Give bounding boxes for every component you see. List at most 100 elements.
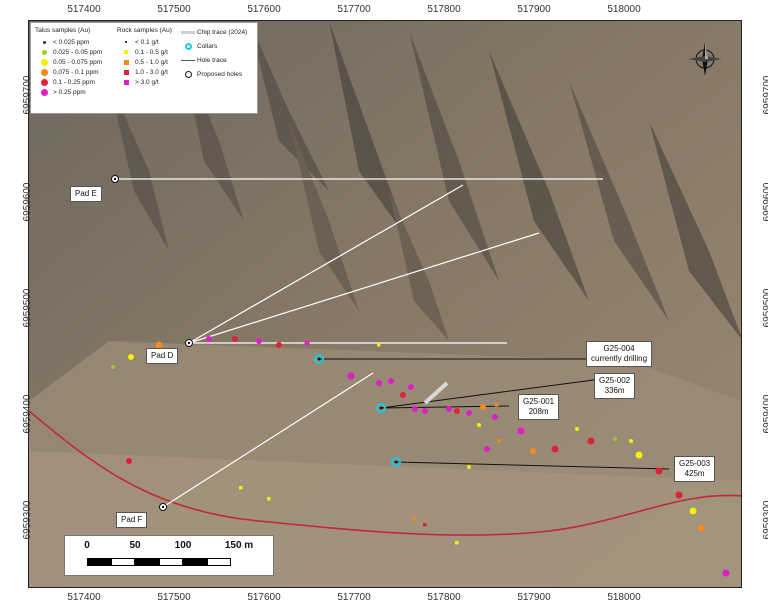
scale-segment [111,558,135,566]
x-tick-label: 517800 [427,4,461,15]
x-tick-label: 517800 [427,592,461,603]
legend-rock-column: Rock samples (Au) < 0.1 g/t 0.1 - 0.5 g/… [117,27,172,87]
legend-rock-title: Rock samples (Au) [117,27,172,34]
chip-trace [423,381,449,405]
sample-point [613,437,617,441]
sample-point [655,467,663,475]
x-tick-label: 517900 [517,592,551,603]
scale-segment [207,558,231,566]
map-frame[interactable] [28,20,742,588]
x-tick-label: 517600 [247,592,281,603]
road-line [29,410,741,536]
sample-point [400,392,406,398]
sample-point [675,491,683,499]
sample-point [377,343,381,347]
x-tick-label: 517700 [337,592,371,603]
sample-point [388,378,394,384]
sample-point [492,414,498,420]
x-tick-label: 517900 [517,4,551,15]
legend-item: Proposed holes [179,69,247,79]
sample-point [455,541,459,545]
sample-point [256,338,262,344]
sample-point [480,404,486,410]
legend-item: 0.075 - 0.1 ppm [35,67,102,77]
legend-item: Chip trace (2024) [179,27,247,37]
drilled-traces [319,358,670,470]
sample-point [232,336,238,342]
sample-point [635,451,643,459]
legend-item: < 0.025 ppm [35,37,102,47]
sample-point [422,408,428,414]
collar-g25-003 [391,457,401,467]
hole-traces [115,178,603,508]
legend-item: 0.025 - 0.05 ppm [35,47,102,57]
scale-segment [159,558,183,566]
legend-item: 0.1 - 0.5 g/t [117,47,172,57]
legend-talus-column: Talus samples (Au) < 0.025 ppm 0.025 - 0… [35,27,102,97]
collar-centers [317,357,398,464]
sample-point [128,354,134,360]
legend-item: > 3.0 g/t [117,77,172,87]
sample-point [413,517,417,521]
sample-point [497,439,501,443]
sample-point [467,465,471,469]
scale-segment [183,558,207,566]
legend-item: < 0.1 g/t [117,37,172,47]
scale-segment [87,558,111,566]
legend-item: 0.1 - 0.25 ppm [35,77,102,87]
aerial-map[interactable] [29,21,742,588]
collar-g25-001 [376,403,386,413]
sample-point [239,486,243,490]
scale-label: 0 [84,540,90,551]
scale-label: 150 m [224,540,254,551]
sample-points [111,336,730,577]
map-legend: Talus samples (Au) < 0.025 ppm 0.025 - 0… [30,22,258,114]
x-tick-label: 518000 [607,592,641,603]
y-tick-label: 6959500 [21,288,33,328]
legend-item: 0.05 - 0.075 ppm [35,57,102,67]
sample-point [587,437,595,445]
scale-segment [135,558,159,566]
x-tick-label: 517400 [67,4,101,15]
y-tick-label: 6959700 [761,75,768,115]
sample-point [697,524,705,532]
label-pad-e: Pad E [70,186,102,202]
legend-talus-title: Talus samples (Au) [35,27,91,34]
ridge-texture [109,21,741,341]
x-tick-label: 517500 [157,592,191,603]
sample-point [276,342,282,348]
sample-point [206,336,212,342]
x-tick-label: 517600 [247,4,281,15]
x-tick-label: 517500 [157,4,191,15]
sample-point [412,406,418,412]
sample-point [629,439,633,443]
sample-point [454,408,460,414]
label-pad-f: Pad F [116,512,148,528]
sample-point [722,569,730,577]
sample-point [575,427,579,431]
scale-bar: 0 50 100 150 m [64,535,274,576]
legend-item: Collars [179,41,247,51]
sample-point [495,403,499,407]
y-tick-label: 6959300 [761,500,768,540]
y-tick-label: 6959400 [21,394,33,434]
y-tick-label: 6959300 [21,500,33,540]
sample-point [689,507,697,515]
sample-point [155,341,163,349]
legend-item: Hole trace [179,55,247,65]
collar-g25-004 [314,354,324,364]
x-tick-label: 518000 [607,4,641,15]
collars [314,354,401,467]
scale-label: 100 [174,540,192,551]
sample-point [408,384,414,390]
legend-item: > 0.25 ppm [35,87,102,97]
y-tick-label: 6959500 [761,288,768,328]
x-tick-label: 517400 [67,592,101,603]
sample-point [111,365,115,369]
sample-point [517,427,525,435]
scale-label: 50 [129,540,141,551]
y-tick-label: 6959400 [761,394,768,434]
